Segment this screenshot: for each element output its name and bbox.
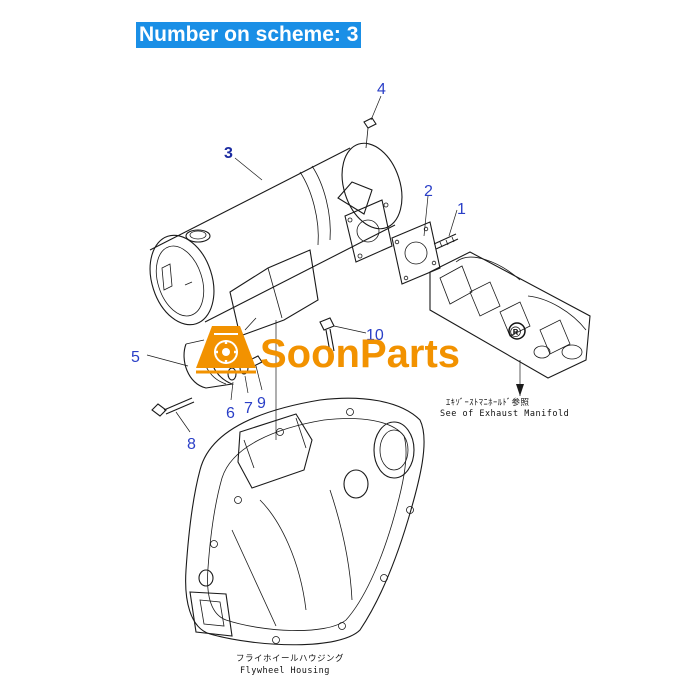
callout-4: 4 [377, 81, 386, 98]
callout-5: 5 [131, 349, 140, 366]
callout-2: 2 [424, 183, 433, 200]
callout-8: 8 [187, 436, 196, 453]
gear-logo-icon [196, 326, 256, 374]
exhaust-note-jp: ｴｷｿﾞｰｽﾄﾏﾆﾎｰﾙﾄﾞ参照 [446, 397, 530, 408]
callout-9: 9 [257, 395, 266, 412]
arrow-down-icon [516, 384, 524, 396]
exhaust-note-en: See of Exhaust Manifold [440, 409, 569, 419]
brand-name: SoonParts [260, 332, 460, 376]
callout-1: 1 [457, 201, 466, 218]
soonparts-watermark: SoonParts ® [196, 322, 526, 376]
flywheel-note-jp: フライホイールハウジング [236, 653, 344, 664]
registered-mark: ® [510, 324, 521, 341]
gasket-drawing [391, 221, 441, 285]
scheme-number-title: Number on scheme: 3 [136, 22, 362, 48]
muffler-drawing [149, 117, 403, 337]
callout-10: 10 [366, 327, 384, 344]
leader-lines [146, 95, 524, 440]
callout-3: 3 [224, 145, 233, 162]
flywheel-housing-drawing [185, 397, 425, 646]
stud-bolt-drawing [433, 233, 459, 250]
callout-6: 6 [226, 405, 235, 422]
callout-7: 7 [244, 400, 253, 417]
exhaust-manifold-drawing [429, 251, 591, 379]
flywheel-note-en: Flywheel Housing [240, 666, 330, 676]
